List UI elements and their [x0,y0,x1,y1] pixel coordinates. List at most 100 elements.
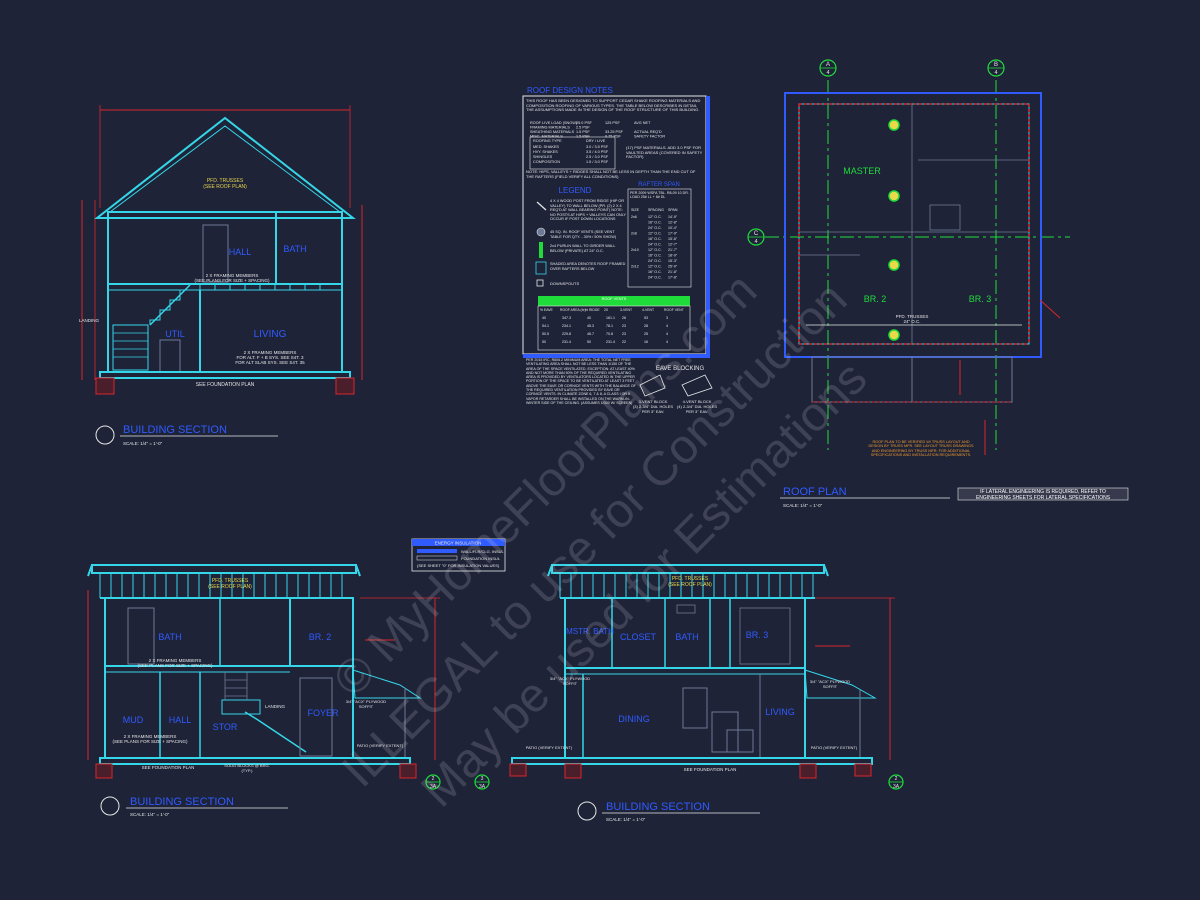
section-b-scale: SCALE: 1/4" = 1'-0" [130,812,170,817]
loads-cell: 125 PSF [605,121,620,125]
section-b-marker-sheet: 3A [430,784,437,790]
eave-4-icon [681,374,713,397]
vents-cell: 40 [542,316,546,320]
room-master: MASTER [843,166,881,176]
span-cell: 16" O.C. [648,270,662,274]
energy-line-2: FOUNDATION INSUL [461,556,501,561]
span-cell: 24" O.C. [648,259,662,263]
span-cell: 2x10 [631,248,639,252]
span-cell: 16" O.C. [648,237,662,241]
section-marker-b[interactable]: B 4 [987,59,1005,77]
roof-types-header: ROOFING TYPE [533,139,562,143]
section-b-marker[interactable]: 2 3A [425,774,441,790]
room-closet: CLOSET [620,632,657,642]
section-c-trusses: PFD. TRUSSES [672,576,709,582]
roof-types-cell: 2.5 / 3.0 PSF [586,155,609,159]
section-marker-a[interactable]: A 4 [819,59,837,77]
section-c-marker-right-num: 2 [895,776,898,782]
section-c-marker-left[interactable]: 3 3A [474,774,490,790]
notes-weight: (17) PSF MATERIALS. ADD 3.0 PSF FOR VAUL… [626,146,703,160]
span-note: PER 2009 WSFA TBL. R8-09 10 DR. LOAD 25#… [630,191,689,200]
vents-header-bar [538,296,690,306]
span-cell: 12'-7" [668,243,678,247]
span-cell: 2x8 [631,232,637,236]
section-b-landing: LANDING [265,704,286,709]
span-cell: 25'-0" [668,265,678,269]
vents-cell: 46.7 [587,332,594,336]
vent-paragraph: PER 2015 IRC, R806.2 MINIMUM AREA: THE T… [526,358,636,405]
room-hall-b: HALL [169,715,192,725]
roof-plan-title: ROOF PLAN [783,486,847,498]
room-bath-b: BATH [158,632,181,642]
span-header: SIZE [631,208,640,212]
span-cell: 18'-9" [668,254,678,258]
section-c-patio-right: PATIO (VERIFY EXTENT) [810,746,858,750]
section-c-marker-right[interactable]: 2 3A [888,774,904,790]
span-cell: 24" O.C. [648,226,662,230]
vents-header: ROOF AREA (ft²) [560,308,586,312]
loads-cell: ACTUAL REQ'D [634,130,662,134]
loads-cell: MISC. MATERIALS [530,135,563,139]
roof-vent-2-icon [888,190,900,202]
legend-vent: 45 SQ. IN. ROOF VENTS (SEE VENT TABLE FO… [550,230,617,239]
energy-insulation-box: ENERGY INSULATION WALL/FLR/CLG. INSUL FO… [411,538,506,572]
vents-cell: 231.4 [606,340,615,344]
purlin-icon [539,242,543,258]
vents-cell: 40 [587,316,591,320]
notes-vaults: NOTE: HIPS, VALLEYS + RIDGES SHALL NOT B… [526,170,696,179]
roof-types-cell: 3.0 / 3.5 PSF [586,145,609,149]
section-c-patio-left: PATIO (VERIFY EXTENT) [525,746,573,750]
span-cell: 15'-3" [668,259,678,263]
loads-cell: SHEATHING MATERIALS [530,130,575,134]
roof-types-cell: HVY. SHAKES [533,150,558,154]
roof-vent-1-icon [888,119,900,131]
span-cell: 15'-6" [668,237,678,241]
section-b-foundation: SEE FOUNDATION PLAN [142,765,195,770]
notes-title: ROOF DESIGN NOTES [527,86,613,95]
engineering-line-2: ENGINEERING SHEETS FOR LATERAL SPECIFICA… [976,495,1111,501]
section-b-framing: 2 X FRAMING MEMBERS [149,658,202,663]
section-b-patio: PATIO (VERIFY EXTENT) [356,744,404,748]
vents-cell: 234.1 [562,324,571,328]
span-cell: 14'-9" [668,215,678,219]
vents-cell: 16 [644,340,648,344]
section-marker-c[interactable]: C 4 [747,228,765,246]
roof-types-cell: 1.5 / 3.0 PSF [586,160,609,164]
section-marker-b-num: B [994,62,998,68]
vents-cell: 161.1 [606,316,615,320]
vents-cell: 3 [666,316,668,320]
span-cell: 21'-8" [668,270,678,274]
room-foyer-b: FOYER [307,708,339,718]
room-living-c: LIVING [765,707,795,717]
eave-3-holes: (3) 2-3/4" DIA. HOLES [633,404,673,409]
span-cell: 24" O.C. [648,276,662,280]
roof-trusses: PFD. TRUSSES [896,314,929,319]
section-a: PFD. TRUSSES (SEE ROOF PLAN) HALL BATH L… [79,105,363,446]
section-a-foundation: SEE FOUNDATION PLAN [196,382,255,388]
section-a-trusses-note: (SEE ROOF PLAN) [203,184,247,190]
eave-3-per: PER 3" EAV. [642,409,665,414]
energy-title: ENERGY INSULATION [435,541,482,546]
vents-cell: 50.5 [542,332,549,336]
section-c-marker-left-sheet: 3A [479,784,486,790]
vents-cell: 54.1 [542,324,549,328]
section-c-soffit-left: 3/4" "ACX" PLYWOOD SOFFIT [549,677,591,686]
eave-title: EAVE BLOCKING [656,366,705,372]
roof-vent-3-icon [888,259,900,271]
section-a-framing-lower-note: FOR ALT. F + B SYS. SEE S4T. 3 [236,355,304,360]
loads-cell: SAFETY FACTOR [634,135,665,139]
loads-cell: 2.5 PSF [576,126,590,130]
section-marker-c-num: C [754,231,759,237]
legend-purlin: 2x4 PURLIN WALL TO GIRDER WALL BELOW (PR… [550,244,616,253]
vents-header: 3-VENT [620,308,632,312]
watermark-line-2: ILLEGAL to use for Construction [332,272,857,797]
vents-cell: 4 [666,324,668,328]
roof-trusses-spacing: 24" O.C. [903,319,920,324]
legend-title: LEGEND [559,186,592,195]
vents-cell: 28 [644,324,648,328]
section-a-framing-lower: 2 X FRAMING MEMBERS [244,350,297,355]
section-a-title: BUILDING SECTION [123,424,227,436]
vents-cell: 26 [622,316,626,320]
